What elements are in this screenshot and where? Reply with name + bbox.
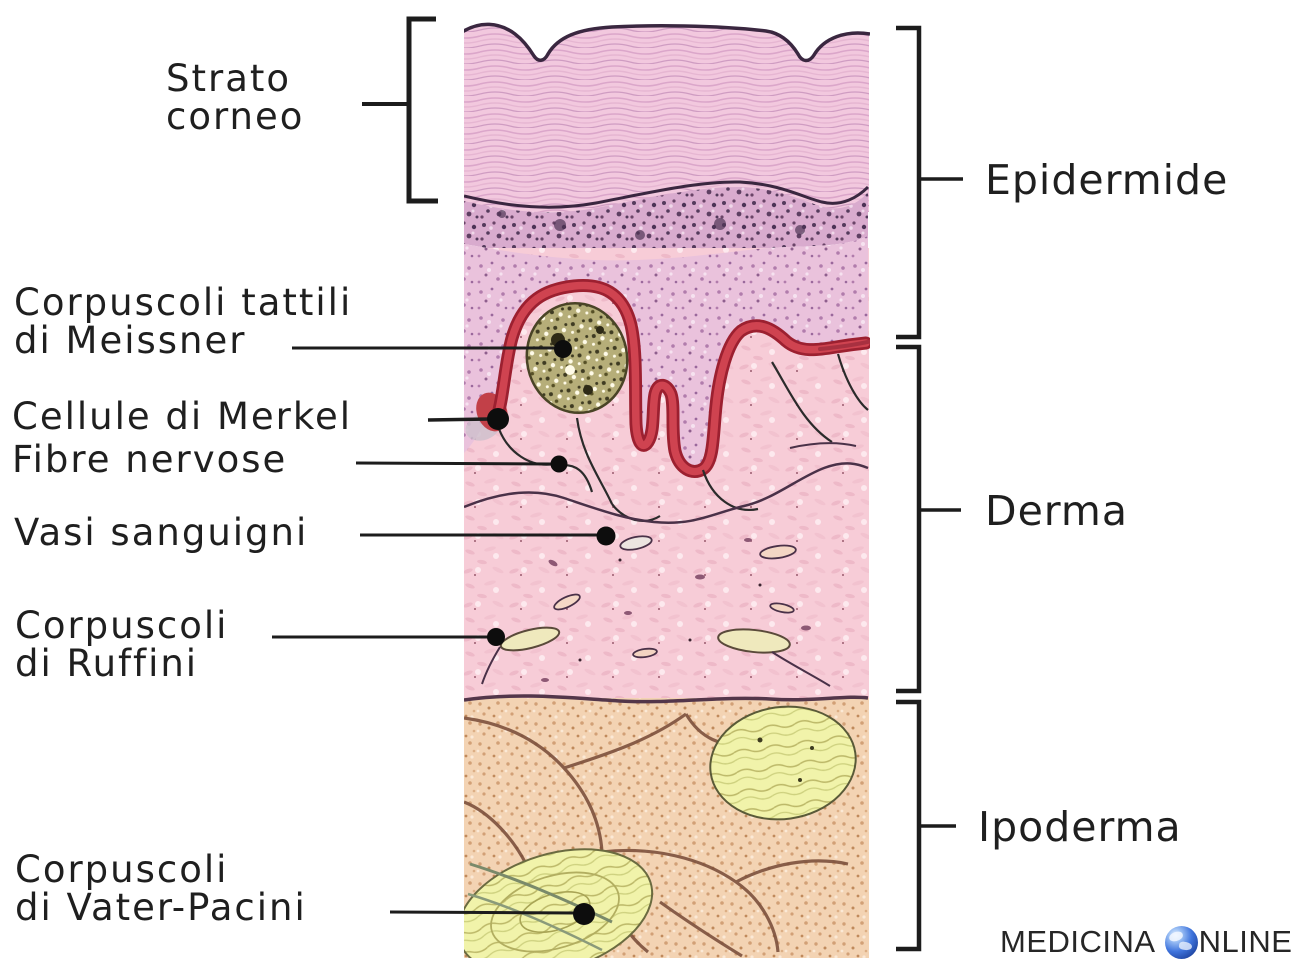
derma-bracket — [896, 344, 961, 694]
skin-column — [464, 18, 870, 958]
label-vater-pacini-line1: Corpuscoli — [15, 848, 229, 891]
label-meissner-line2: di Meissner — [14, 319, 247, 362]
nerve-fibres — [497, 353, 869, 522]
label-strato-corneo: Strato corneo — [166, 60, 304, 136]
label-fibre-nervose: Fibre nervose — [12, 438, 288, 481]
ipoderma-bracket — [896, 699, 956, 952]
label-meissner: Corpuscoli tattili di Meissner — [14, 284, 352, 360]
watermark-suffix: NLINE — [1198, 924, 1293, 959]
fat-septa — [464, 712, 849, 958]
fat-lobule — [709, 705, 857, 821]
label-ruffini-line1: Corpuscoli — [15, 604, 229, 647]
ruffini-corpuscles — [481, 626, 831, 687]
medicina-online-watermark: MEDICINA NLINE — [1000, 924, 1292, 960]
globe-icon — [1164, 925, 1198, 959]
meissner-corpuscle — [525, 301, 629, 415]
label-vater-pacini: Corpuscoli di Vater-Pacini — [15, 851, 307, 927]
label-derma: Derma — [985, 487, 1128, 535]
label-strato-corneo-line1: Strato — [166, 57, 292, 100]
label-ipoderma: Ipoderma — [978, 803, 1182, 851]
label-ruffini: Corpuscoli di Ruffini — [15, 607, 228, 683]
label-epidermide: Epidermide — [985, 156, 1229, 204]
label-vater-pacini-line2: di Vater-Pacini — [15, 886, 307, 929]
strato-corneo-bracket — [362, 16, 438, 204]
label-meissner-line1: Corpuscoli tattili — [14, 281, 353, 324]
epidermide-bracket — [896, 25, 963, 340]
label-vasi-sanguigni: Vasi sanguigni — [14, 511, 309, 554]
label-merkel: Cellule di Merkel — [12, 395, 352, 438]
label-strato-corneo-line2: corneo — [166, 95, 305, 138]
watermark-prefix: MEDICINA — [1000, 924, 1156, 959]
dermis-vessels — [541, 535, 811, 682]
label-ruffini-line2: di Ruffini — [15, 642, 199, 685]
leader-lines — [272, 340, 616, 925]
